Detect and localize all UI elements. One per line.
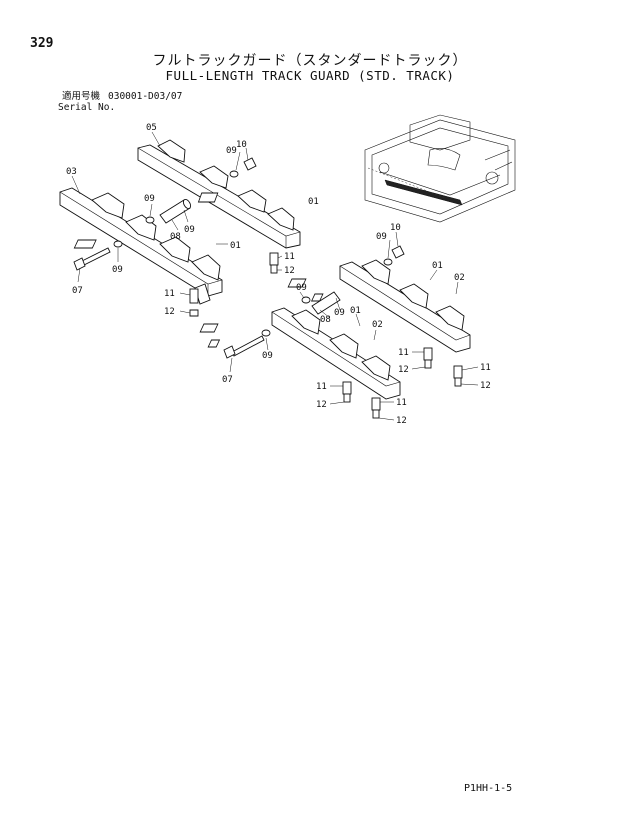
- bolt-set-11-12-left: [189, 252, 279, 317]
- callout-09-top: 09: [226, 146, 237, 156]
- callout-01-d: 01: [350, 306, 361, 316]
- callout-11-b: 11: [164, 289, 175, 299]
- callout-11-a: 11: [284, 252, 295, 262]
- serial-label-japanese: 適用号機: [62, 91, 101, 102]
- callout-01-b: 01: [230, 241, 241, 251]
- callout-08-right: 08: [320, 315, 331, 325]
- callout-09-right: 09: [262, 351, 273, 361]
- washer-09-right-top: [383, 258, 393, 266]
- callout-11-f: 11: [396, 398, 407, 408]
- callout-02-b: 02: [372, 320, 383, 330]
- bolt-07-left: [73, 247, 111, 271]
- callout-12-c: 12: [398, 365, 409, 375]
- callout-01-c: 01: [432, 261, 443, 271]
- washer-09-right: [261, 329, 271, 337]
- title-english: FULL-LENGTH TRACK GUARD (STD. TRACK): [165, 68, 455, 83]
- callout-11-c: 11: [398, 348, 409, 358]
- callout-09-left: 09: [112, 265, 123, 275]
- callout-10-top: 10: [236, 140, 247, 150]
- washer-09-right-b: [301, 296, 311, 304]
- serial-value: 030001-D03/07: [108, 91, 183, 102]
- page-number: 329: [30, 36, 54, 51]
- callout-09-left-b: 09: [144, 194, 155, 204]
- bolt-07-right: [223, 335, 265, 359]
- track-guard-rail-05: [137, 139, 301, 249]
- nut-10-right: [391, 245, 405, 259]
- callout-07-right: 07: [222, 375, 233, 385]
- serial-block: 適用号機 030001-D03/07 Serial No.: [58, 91, 190, 113]
- undercarriage-reference-sketch: [364, 114, 516, 223]
- bolt-set-11-12-right: [342, 347, 463, 419]
- callout-09-left-c: 09: [184, 225, 195, 235]
- callout-12-b: 12: [164, 307, 175, 317]
- callout-02-a: 02: [454, 273, 465, 283]
- track-guard-rail-03: [59, 187, 223, 305]
- nut-10-top: [243, 157, 257, 171]
- footer-page-code: P1HH-1-5: [464, 783, 513, 794]
- callout-09-right-top: 09: [376, 232, 387, 242]
- serial-label-english: Serial No.: [58, 102, 116, 113]
- pin-08-right: [311, 291, 341, 315]
- track-guard-rail-right-lower: [199, 307, 401, 400]
- callout-12-a: 12: [284, 266, 295, 276]
- washer-09-top: [229, 170, 239, 178]
- callout-11-e: 11: [316, 382, 327, 392]
- callout-10-right: 10: [390, 223, 401, 233]
- callout-05: 05: [146, 123, 157, 133]
- track-guard-rail-right-upper: [287, 259, 471, 353]
- pin-08-left: [159, 198, 192, 224]
- callout-09-right-b: 09: [296, 283, 307, 293]
- callout-09-right-c: 09: [334, 308, 345, 318]
- callout-12-e: 12: [316, 400, 327, 410]
- plate-01-left: [73, 239, 97, 249]
- washer-09-left: [113, 240, 123, 248]
- callout-01-a: 01: [308, 197, 319, 207]
- callout-12-d: 12: [480, 381, 491, 391]
- callout-03: 03: [66, 167, 77, 177]
- leader-lines: [71, 131, 479, 421]
- callout-11-d: 11: [480, 363, 491, 373]
- washer-09-left-b: [145, 216, 155, 224]
- callout-08-left: 08: [170, 232, 181, 242]
- callout-07-left: 07: [72, 286, 83, 296]
- callout-12-f: 12: [396, 416, 407, 426]
- title-japanese: フルトラックガード（スタンダードトラック）: [152, 53, 468, 69]
